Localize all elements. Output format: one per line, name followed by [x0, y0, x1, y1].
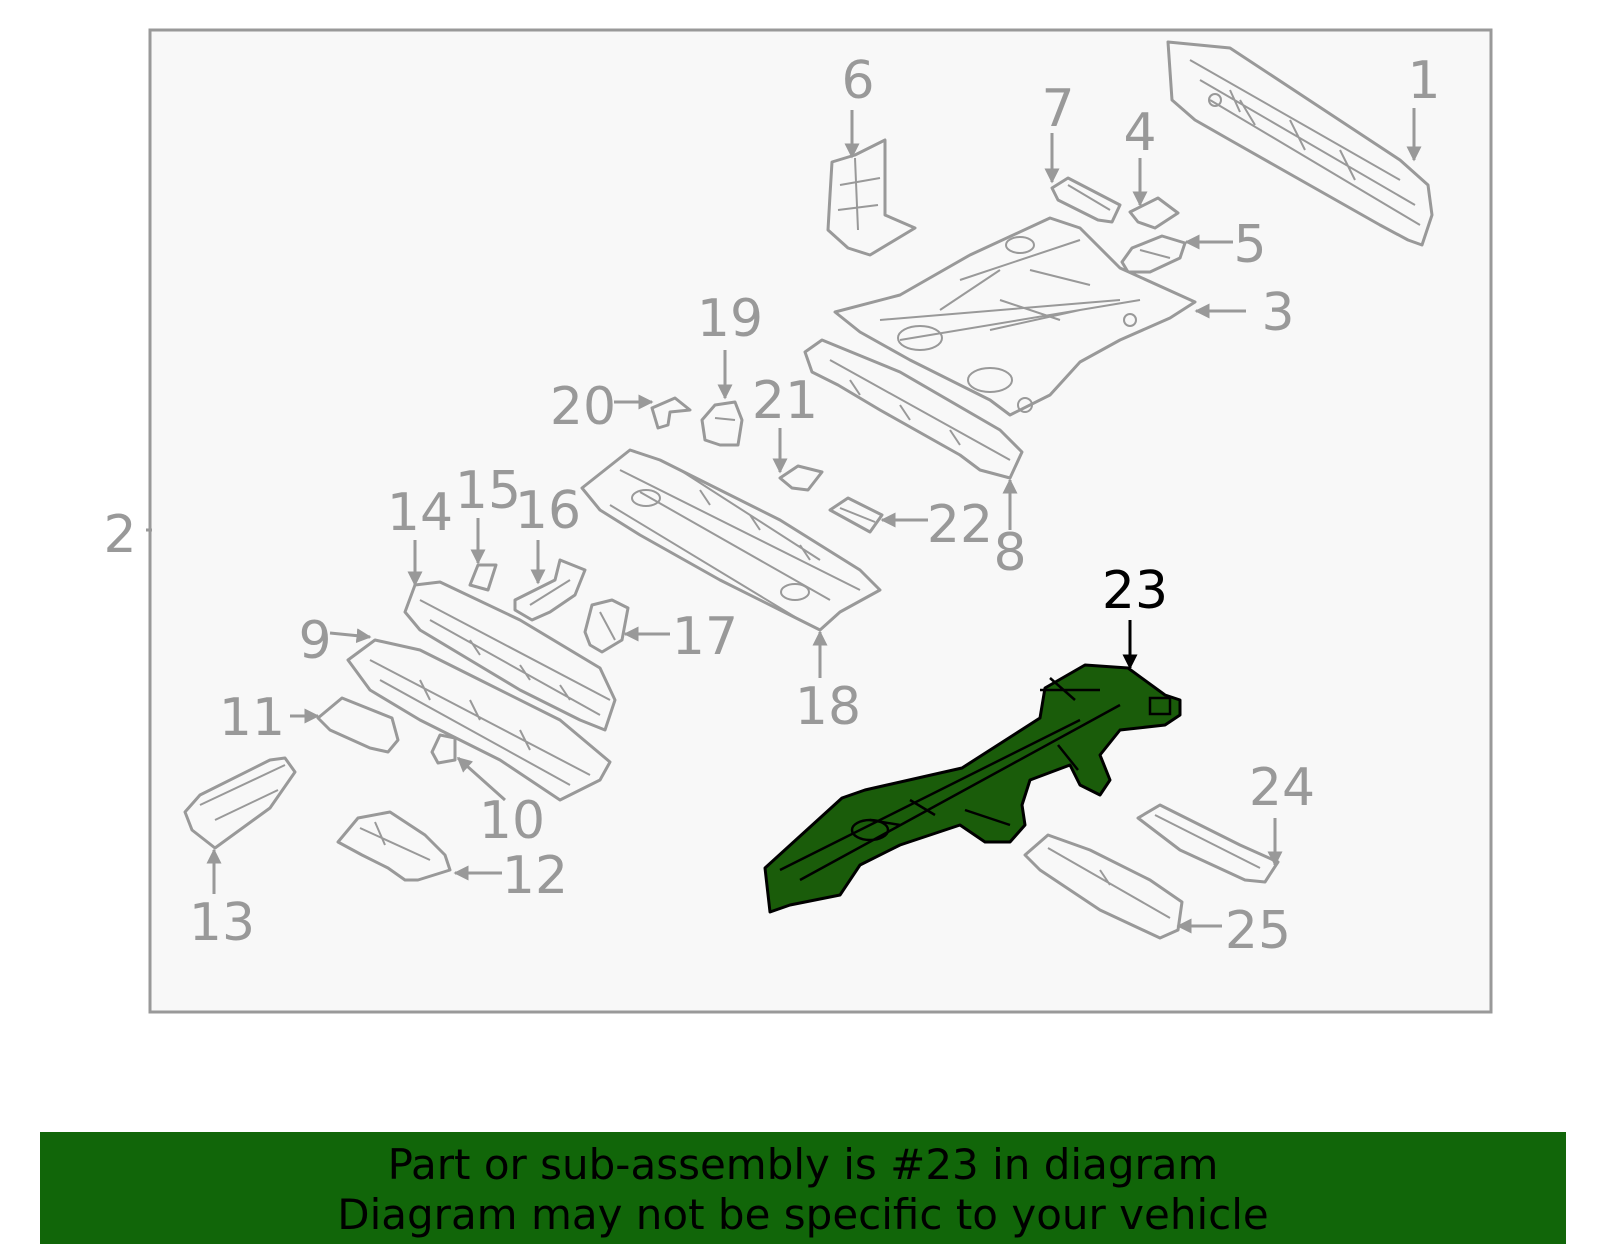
- part-16: [513, 558, 587, 622]
- part-18: [580, 448, 882, 632]
- callout-10: 10: [479, 791, 545, 851]
- callout-17: 17: [672, 607, 738, 667]
- callout-16: 16: [515, 481, 581, 541]
- callout-25: 25: [1225, 901, 1291, 961]
- part-3: [833, 216, 1197, 417]
- callout-3: 3: [1261, 283, 1294, 343]
- callout-13: 13: [189, 893, 255, 953]
- callout-9: 9: [298, 611, 331, 671]
- callout-7: 7: [1041, 79, 1074, 139]
- part-24: [1136, 803, 1280, 884]
- callout-19: 19: [697, 289, 763, 349]
- callout-numbers: 1 2 3 4 5 6 7 8 9 10 11 12 13 14 15 16 1…: [103, 51, 1440, 961]
- part-21: [778, 464, 824, 492]
- banner-line-1: Part or sub-assembly is #23 in diagram: [387, 1140, 1219, 1189]
- callout-14: 14: [387, 483, 453, 543]
- callout-11: 11: [219, 688, 285, 748]
- part-23-highlighted[interactable]: [763, 663, 1182, 914]
- callout-21: 21: [752, 371, 818, 431]
- callout-6: 6: [841, 51, 874, 111]
- part-6: [826, 138, 917, 257]
- callout-5: 5: [1233, 215, 1266, 275]
- info-banner: Part or sub-assembly is #23 in diagram D…: [40, 1132, 1566, 1244]
- callout-20: 20: [550, 377, 616, 437]
- part-13: [183, 756, 297, 850]
- part-10: [430, 733, 457, 765]
- part-15: [468, 563, 498, 592]
- part-1: [1166, 40, 1434, 247]
- banner-line-2: Diagram may not be specific to your vehi…: [337, 1190, 1269, 1239]
- callout-15: 15: [455, 461, 521, 521]
- part-11: [316, 696, 400, 754]
- callout-18: 18: [795, 677, 861, 737]
- callout-8: 8: [993, 523, 1026, 583]
- part-25: [1023, 833, 1184, 940]
- callout-24: 24: [1249, 758, 1315, 818]
- part-14: [403, 580, 617, 732]
- leader-lines: [146, 108, 1422, 934]
- part-20: [650, 396, 692, 430]
- part-7: [1050, 176, 1122, 224]
- callout-12: 12: [502, 846, 568, 906]
- part-19: [700, 400, 744, 447]
- callout-4: 4: [1123, 103, 1156, 163]
- part-8: [803, 338, 1024, 480]
- callout-22: 22: [927, 495, 993, 555]
- part-4: [1128, 196, 1180, 230]
- part-9: [346, 638, 612, 802]
- part-12: [336, 810, 452, 882]
- callout-23-highlighted: 23: [1102, 561, 1168, 621]
- callout-2: 2: [103, 505, 136, 565]
- part-17: [583, 598, 630, 654]
- callout-1: 1: [1407, 51, 1440, 111]
